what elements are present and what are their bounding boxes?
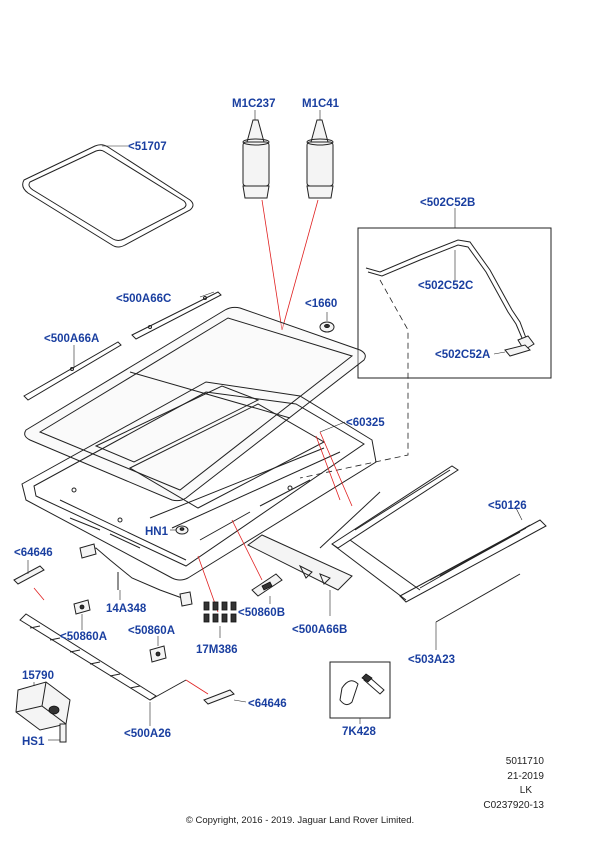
leader-50126: [515, 507, 523, 521]
label-m1c41: M1C41: [302, 98, 340, 110]
leader-502c52a: [493, 351, 506, 355]
label-500a66a: <500A66A: [44, 333, 99, 345]
label-500a66c: <500A66C: [116, 293, 171, 305]
leader-64646-lower: [233, 699, 247, 703]
bracket-50860a-mid: [149, 645, 167, 663]
copyright-notice: © Copyright, 2016 - 2019. Jaguar Land Ro…: [186, 815, 414, 826]
sealant-cartridge-m1c41: [306, 119, 334, 199]
drain-tube-inset-box: [357, 227, 552, 379]
label-hn1: HN1: [145, 526, 169, 538]
connector-hn1: [175, 525, 189, 535]
clip-kit-7k428: [329, 661, 391, 719]
label-7k428: 7K428: [342, 726, 376, 738]
cable-503a23-left: [319, 491, 381, 549]
label-15790: 15790: [22, 670, 54, 682]
screws-17m386: [203, 601, 237, 623]
sunroof-frame-assembly: [21, 381, 377, 581]
label-hs1: HS1: [22, 736, 45, 748]
label-502c52a: <502C52A: [435, 349, 490, 361]
drain-valve-64646-lower: [203, 689, 235, 705]
leader-500a66c: [199, 291, 215, 298]
redline-64646-upper: [33, 587, 45, 601]
redline-60325: [315, 431, 353, 507]
label-502c52b: <502C52B: [420, 197, 475, 209]
label-64646-upper: <64646: [14, 547, 53, 559]
drive-cassette-50126: [331, 465, 547, 603]
drain-tube-502c52: [365, 239, 535, 357]
label-1660: <1660: [305, 298, 337, 310]
label-14a348: 14A348: [106, 603, 147, 615]
trim-strip-500a66c: [131, 291, 222, 340]
label-60325: <60325: [346, 417, 385, 429]
drain-valve-64646-upper: [13, 565, 45, 585]
label-503a23: <503A23: [408, 654, 455, 666]
sealant-cartridge-m1c237: [242, 119, 270, 199]
label-50860a-mid: <50860A: [128, 625, 175, 637]
label-500a66b: <500A66B: [292, 624, 347, 636]
label-50126: <50126: [488, 500, 527, 512]
ref-code: LK: [520, 785, 533, 796]
redline-500a26: [185, 679, 209, 695]
label-m1c237: M1C237: [232, 98, 275, 110]
leader-sealant-to-glass: [261, 199, 319, 331]
leader-60325: [319, 421, 346, 433]
bracket-50860a-left: [73, 599, 91, 615]
bracket-50860b: [251, 573, 283, 597]
sunblind-rail-500a26: [19, 613, 187, 701]
sunroof-seal-51707: [22, 144, 194, 248]
cable-503a23-right: [435, 573, 521, 623]
trim-strip-500a66a: [23, 341, 122, 401]
label-64646-lower: <64646: [248, 698, 287, 710]
label-50860b: <50860B: [238, 607, 285, 619]
ref-illustration-id: C0237920-13: [483, 800, 544, 811]
trim-panel-500a66b: [247, 534, 353, 591]
label-51707: <51707: [128, 141, 167, 153]
ref-date: 21-2019: [507, 771, 544, 782]
washer-1660: [319, 321, 335, 333]
label-500a26: <500A26: [124, 728, 171, 740]
wiring-harness-14a348: [79, 543, 193, 607]
label-50860a-left: <50860A: [60, 631, 107, 643]
ref-number: 5011710: [506, 756, 545, 767]
label-502c52c: <502C52C: [418, 280, 473, 292]
motor-15790: [15, 681, 71, 743]
label-17m386: 17M386: [196, 644, 238, 656]
